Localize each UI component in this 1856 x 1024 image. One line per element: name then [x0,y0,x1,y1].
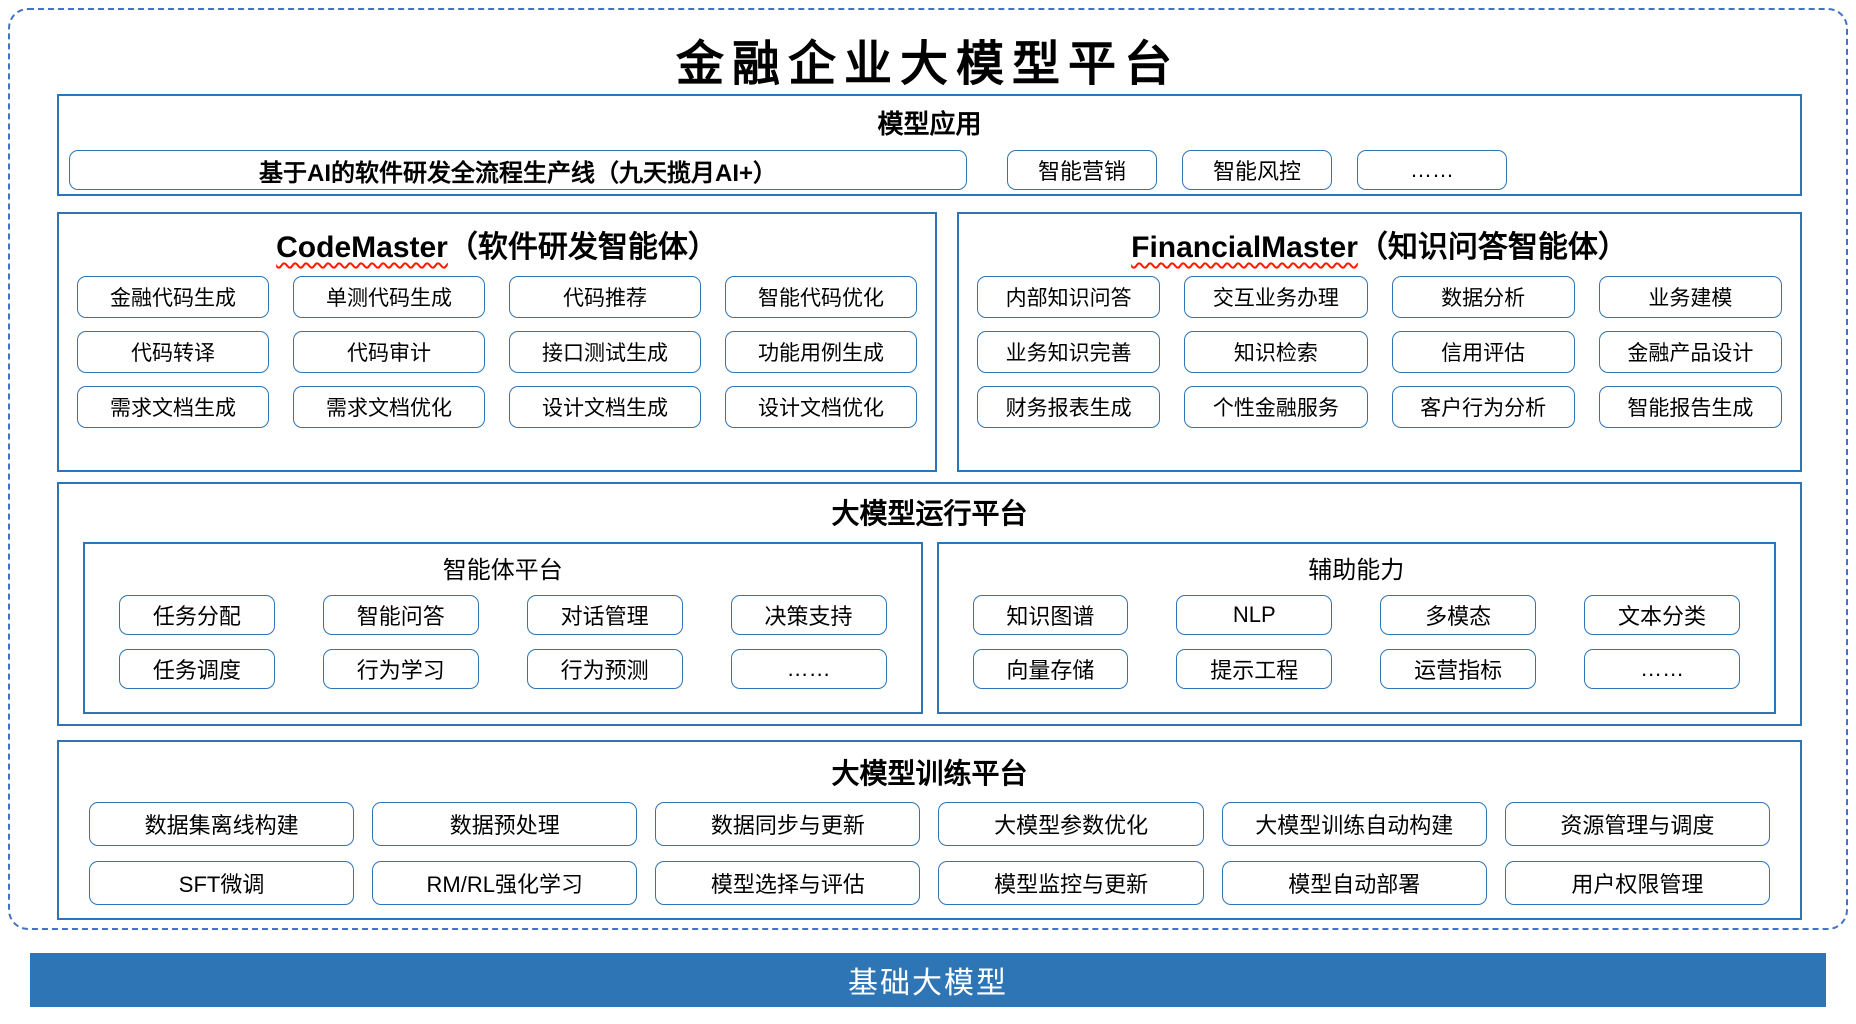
model-app-header: 模型应用 [877,109,982,139]
financialmaster-name-zh: （知识问答智能体） [1357,231,1628,264]
capability-box: 用户权限管理 [1504,861,1770,905]
foundation-model-bar: 基础大模型 [30,953,1826,1007]
capability-box: NLP [1176,595,1333,635]
platform-dashed-frame: 金融企业大模型平台 模型应用 基于AI的软件研发全流程生产线（九天揽月AI+） … [8,8,1848,930]
model-app-box: …… [1357,150,1507,190]
model-app-box: 智能营销 [1007,150,1157,190]
capability-box: 客户行为分析 [1391,386,1575,428]
capability-box: 数据集离线构建 [89,802,355,846]
financialmaster-header: FinancialMaster（知识问答智能体） [959,214,1800,266]
capability-box: 大模型参数优化 [938,802,1204,846]
capability-box: 金融代码生成 [77,276,269,318]
codemaster-name-en: CodeMaster [276,231,448,264]
section-training-platform: 大模型训练平台 数据集离线构建 数据预处理 数据同步与更新 大模型参数优化 大模… [57,740,1802,920]
capability-box: 行为预测 [526,649,683,689]
capability-box: 向量存储 [972,649,1129,689]
financialmaster-name-en: FinancialMaster [1131,231,1358,264]
capability-box: 业务建模 [1598,276,1782,318]
model-app-main-box: 基于AI的软件研发全流程生产线（九天揽月AI+） [69,150,967,190]
capability-box: …… [730,649,887,689]
page-title: 金融企业大模型平台 [675,36,1180,92]
panel-financialmaster: FinancialMaster（知识问答智能体） 内部知识问答 交互业务办理 数… [957,212,1802,472]
section-runtime-platform: 大模型运行平台 智能体平台 任务分配 智能问答 对话管理 决策支持 任务调度 行… [57,482,1802,726]
codemaster-grid: 金融代码生成 单测代码生成 代码推荐 智能代码优化 代码转译 代码审计 接口测试… [59,276,935,428]
capability-box: 行为学习 [322,649,479,689]
capability-box: 资源管理与调度 [1504,802,1770,846]
capability-box: 需求文档生成 [77,386,269,428]
capability-box: 数据分析 [1391,276,1575,318]
capability-box: SFT微调 [89,861,355,905]
training-grid: 数据集离线构建 数据预处理 数据同步与更新 大模型参数优化 大模型训练自动构建 … [59,802,1800,905]
capability-box: 信用评估 [1391,331,1575,373]
capability-box: 模型选择与评估 [655,861,921,905]
financialmaster-grid: 内部知识问答 交互业务办理 数据分析 业务建模 业务知识完善 知识检索 信用评估… [959,276,1800,428]
capability-box: 智能问答 [322,595,479,635]
capability-box: 智能报告生成 [1598,386,1782,428]
panel-aux-capabilities: 辅助能力 知识图谱 NLP 多模态 文本分类 向量存储 提示工程 运营指标 …… [936,542,1776,714]
capability-box: 设计文档优化 [725,386,917,428]
capability-box: 数据同步与更新 [655,802,921,846]
model-app-box: 智能风控 [1182,150,1332,190]
capability-box: 多模态 [1380,595,1537,635]
capability-box: RM/RL强化学习 [372,861,638,905]
model-app-row: 基于AI的软件研发全流程生产线（九天揽月AI+） 智能营销 智能风控 …… [59,150,1800,190]
capability-box: 金融产品设计 [1598,331,1782,373]
capability-box: 单测代码生成 [293,276,485,318]
capability-box: 交互业务办理 [1184,276,1368,318]
capability-box: 财务报表生成 [977,386,1161,428]
capability-box: 对话管理 [526,595,683,635]
capability-box: 决策支持 [730,595,887,635]
capability-box: 大模型训练自动构建 [1221,802,1487,846]
capability-box: 运营指标 [1380,649,1537,689]
codemaster-name-zh: （软件研发智能体） [447,231,718,264]
capability-box: 功能用例生成 [725,331,917,373]
capability-box: 代码转译 [77,331,269,373]
capability-box: 接口测试生成 [509,331,701,373]
capability-box: 模型自动部署 [1221,861,1487,905]
capability-box: 提示工程 [1176,649,1333,689]
codemaster-header: CodeMaster（软件研发智能体） [59,214,935,266]
capability-box: 任务分配 [119,595,275,635]
capability-box: 内部知识问答 [977,276,1161,318]
aux-capabilities-grid: 知识图谱 NLP 多模态 文本分类 向量存储 提示工程 运营指标 …… [939,595,1775,689]
runtime-panels: 智能体平台 任务分配 智能问答 对话管理 决策支持 任务调度 行为学习 行为预测… [59,542,1800,714]
capability-box: 业务知识完善 [977,331,1161,373]
capability-box: 文本分类 [1584,595,1740,635]
capability-box: 代码推荐 [509,276,701,318]
section-model-app: 模型应用 基于AI的软件研发全流程生产线（九天揽月AI+） 智能营销 智能风控 … [57,94,1802,196]
capability-box: 智能代码优化 [725,276,917,318]
aux-capabilities-title: 辅助能力 [1308,557,1405,584]
capability-box: 个性金融服务 [1184,386,1368,428]
capability-box: 知识检索 [1184,331,1368,373]
agent-platform-grid: 任务分配 智能问答 对话管理 决策支持 任务调度 行为学习 行为预测 …… [85,595,921,689]
panel-codemaster: CodeMaster（软件研发智能体） 金融代码生成 单测代码生成 代码推荐 智… [57,212,937,472]
capability-box: 设计文档生成 [509,386,701,428]
capability-box: 任务调度 [119,649,275,689]
capability-box: 知识图谱 [972,595,1129,635]
capability-box: 数据预处理 [372,802,638,846]
panel-agent-platform: 智能体平台 任务分配 智能问答 对话管理 决策支持 任务调度 行为学习 行为预测… [83,542,923,714]
runtime-header: 大模型运行平台 [831,498,1028,529]
capability-box: …… [1584,649,1740,689]
training-header: 大模型训练平台 [831,758,1028,789]
agent-platform-title: 智能体平台 [442,557,563,584]
section-agents: CodeMaster（软件研发智能体） 金融代码生成 单测代码生成 代码推荐 智… [57,212,1802,472]
capability-box: 模型监控与更新 [938,861,1204,905]
capability-box: 需求文档优化 [293,386,485,428]
capability-box: 代码审计 [293,331,485,373]
